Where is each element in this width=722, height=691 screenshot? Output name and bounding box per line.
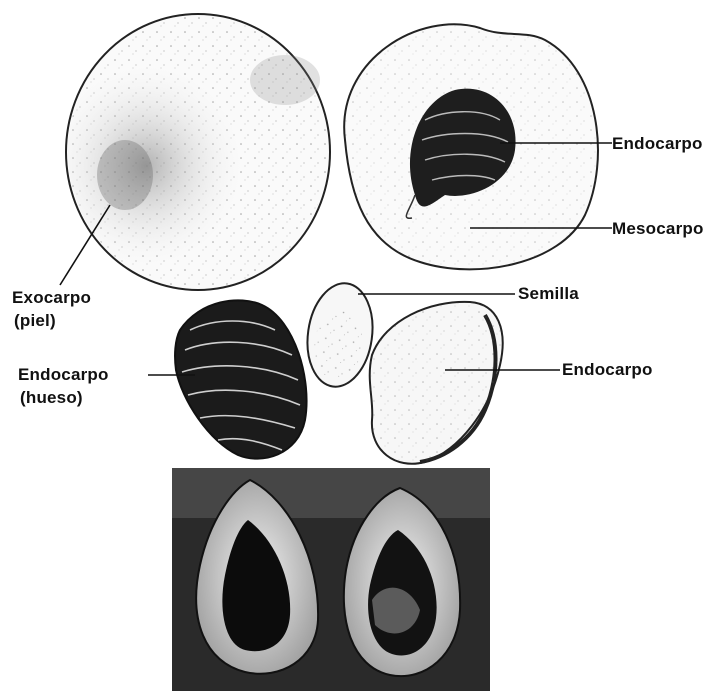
split-pit-photo [172,468,490,691]
label-exocarpo-sub: (piel) [14,310,56,332]
open-pit-drawing [370,302,503,464]
label-endocarpo-left-sub: (hueso) [20,387,83,409]
whole-fruit-drawing [66,14,330,290]
label-endocarpo-left: Endocarpo [18,364,109,386]
seed-drawing [301,279,379,391]
label-exocarpo: Exocarpo [12,287,91,309]
pit-drawing [175,300,307,458]
label-endocarpo-top: Endocarpo [612,133,703,155]
label-endocarpo-right: Endocarpo [562,359,653,381]
label-semilla: Semilla [518,283,579,305]
label-mesocarpo: Mesocarpo [612,218,704,240]
cut-fruit-drawing [344,24,598,269]
